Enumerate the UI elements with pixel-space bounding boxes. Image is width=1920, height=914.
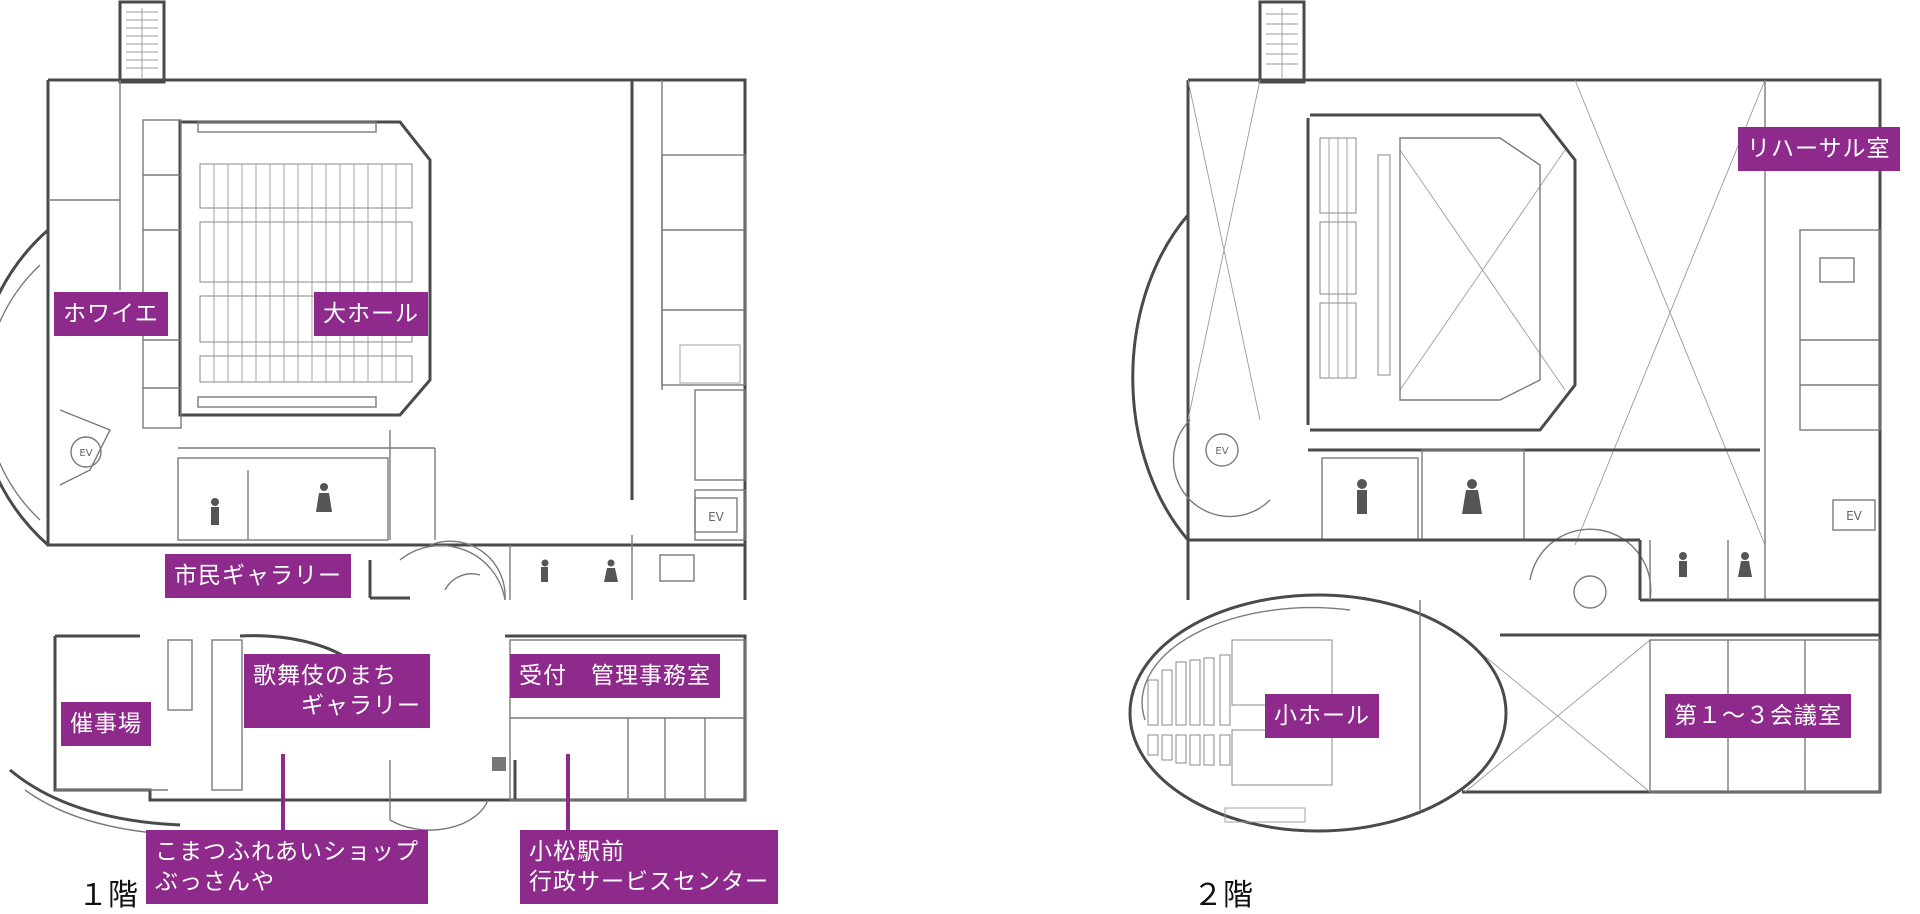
label-citizen-gallery: 市民ギャラリー bbox=[165, 554, 351, 598]
floor-1-title: １階 bbox=[78, 878, 138, 913]
label-reception-office: 受付 管理事務室 bbox=[510, 654, 720, 698]
label-rehearsal-room: リハーサル室 bbox=[1738, 127, 1900, 171]
floor1-stair-tower bbox=[118, 0, 166, 84]
floor-2-plan: EV EV bbox=[1128, 0, 1882, 833]
main-hall-room bbox=[178, 120, 432, 417]
leader-service-center bbox=[566, 754, 570, 830]
label-small-hall: 小ホール bbox=[1265, 694, 1379, 738]
small-hall-room bbox=[1128, 593, 1508, 833]
label-foyer: ホワイエ bbox=[54, 292, 168, 336]
floor2-elevator-sign-right: EV bbox=[1846, 509, 1863, 523]
floor-1-plan: EV EV bbox=[0, 0, 747, 836]
label-shop: こまつふれあいショップ ぶっさんや bbox=[146, 830, 428, 904]
floor1-elevator-sign-left: EV bbox=[79, 448, 92, 459]
toilet-icons-floor2 bbox=[1357, 479, 1752, 577]
floor1-entrance-marker bbox=[492, 757, 506, 771]
floor-2-title: ２階 bbox=[1193, 878, 1253, 913]
label-service-center: 小松駅前 行政サービスセンター bbox=[520, 830, 778, 904]
floor2-elevator-sign-left: EV bbox=[1215, 446, 1228, 457]
floor1-elevator-sign-right: EV bbox=[708, 510, 725, 524]
floor2-stair-tower bbox=[1258, 0, 1306, 84]
label-kabuki-gallery: 歌舞伎のまち ギャラリー bbox=[244, 654, 430, 728]
toilet-icons-floor1 bbox=[211, 483, 618, 582]
label-main-hall: 大ホール bbox=[314, 292, 428, 336]
label-meeting-rooms: 第１〜３会議室 bbox=[1665, 694, 1851, 738]
leader-shop bbox=[281, 754, 285, 830]
label-event-hall: 催事場 bbox=[61, 702, 151, 746]
